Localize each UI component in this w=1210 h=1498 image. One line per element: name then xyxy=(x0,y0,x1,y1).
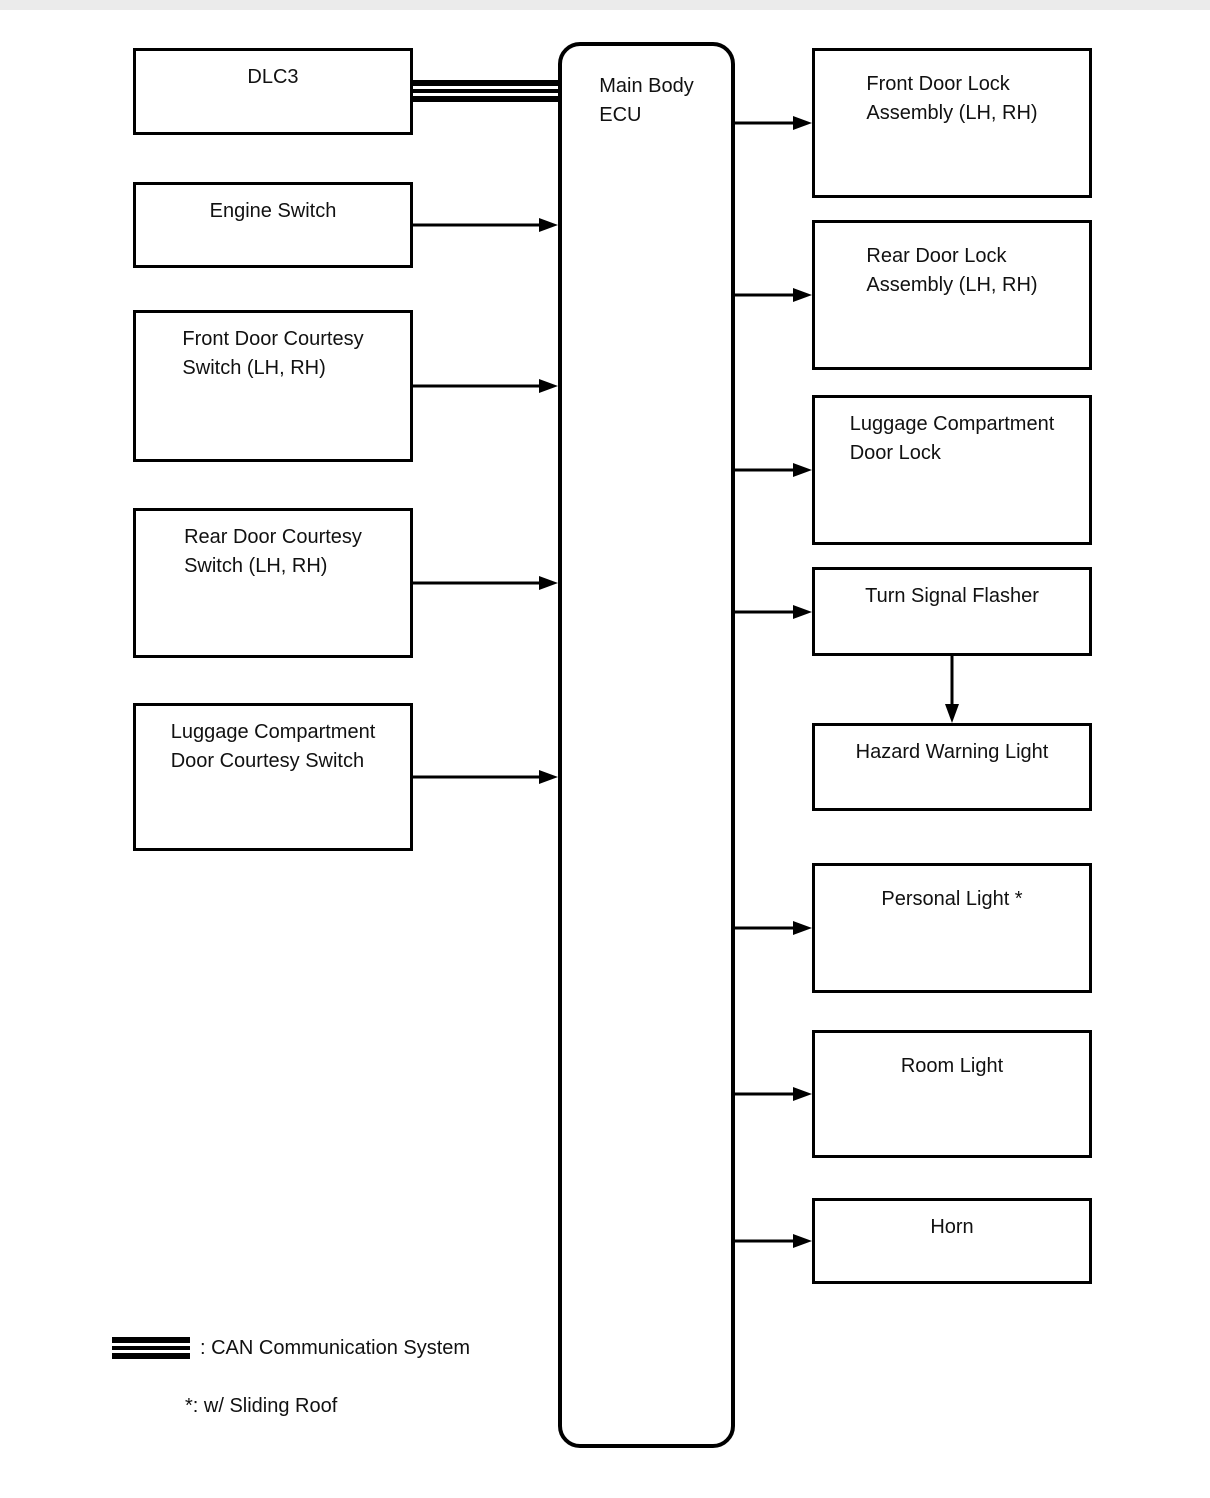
hazard-warning-light-label: Hazard Warning Light xyxy=(855,741,1049,763)
rear-door-lock-assembly-box: Rear Door Lock Assembly (LH, RH) xyxy=(812,220,1092,370)
front-door-courtesy-switch-label: Front Door Courtesy Switch (LH, RH) xyxy=(182,328,364,379)
ecu-to-turn-signal-flasher-arrow xyxy=(735,605,812,619)
hazard-warning-light-box: Hazard Warning Light xyxy=(812,723,1092,811)
luggage-compartment-door-courtesy-switch-box: Luggage Compartment Door Courtesy Switch xyxy=(133,703,413,851)
personal-light-label: Personal Light * xyxy=(881,888,1023,910)
legend-can-row: : CAN Communication System xyxy=(112,1336,470,1360)
rear-door-courtesy-switch-to-ecu-arrow xyxy=(413,576,558,590)
ecu-to-personal-light-arrow xyxy=(735,921,812,935)
luggage-compartment-door-courtesy-switch-label: Luggage Compartment Door Courtesy Switch xyxy=(170,721,376,772)
rear-door-lock-assembly-label: Rear Door Lock Assembly (LH, RH) xyxy=(866,245,1038,296)
main-body-ecu-box: Main Body ECU xyxy=(558,42,735,1448)
ecu-to-luggage-door-lock-arrow xyxy=(735,463,812,477)
turn-signal-flasher-to-hazard-light-arrow xyxy=(945,656,959,723)
ecu-to-room-light-arrow xyxy=(735,1087,812,1101)
personal-light-box: Personal Light * xyxy=(812,863,1092,993)
front-door-lock-assembly-label: Front Door Lock Assembly (LH, RH) xyxy=(866,73,1038,124)
luggage-compartment-door-lock-box: Luggage Compartment Door Lock xyxy=(812,395,1092,545)
room-light-label: Room Light xyxy=(900,1055,1004,1077)
page-top-strip xyxy=(0,0,1210,10)
ecu-to-front-door-lock-arrow xyxy=(735,116,812,130)
front-door-lock-assembly-box: Front Door Lock Assembly (LH, RH) xyxy=(812,48,1092,198)
front-door-courtesy-switch-to-ecu-arrow xyxy=(413,379,558,393)
engine-switch-box: Engine Switch xyxy=(133,182,413,268)
luggage-courtesy-switch-to-ecu-arrow xyxy=(413,770,558,784)
ecu-to-rear-door-lock-arrow xyxy=(735,288,812,302)
front-door-courtesy-switch-box: Front Door Courtesy Switch (LH, RH) xyxy=(133,310,413,462)
ecu-to-horn-arrow xyxy=(735,1234,812,1248)
room-light-box: Room Light xyxy=(812,1030,1092,1158)
turn-signal-flasher-box: Turn Signal Flasher xyxy=(812,567,1092,656)
turn-signal-flasher-label: Turn Signal Flasher xyxy=(865,585,1039,607)
dlc3-box: DLC3 xyxy=(133,48,413,135)
rear-door-courtesy-switch-label: Rear Door Courtesy Switch (LH, RH) xyxy=(184,526,362,577)
dlc3-label: DLC3 xyxy=(247,66,299,88)
can-legend-label: : CAN Communication System xyxy=(200,1337,471,1359)
horn-label: Horn xyxy=(930,1216,974,1238)
can-bus-symbol-icon xyxy=(112,1337,190,1359)
main-body-ecu-label: Main Body ECU xyxy=(599,75,694,126)
can-bus-line-dlc3-to-ecu xyxy=(413,80,558,102)
engine-switch-to-ecu-arrow xyxy=(413,218,558,232)
luggage-compartment-door-lock-label: Luggage Compartment Door Lock xyxy=(849,413,1055,464)
sliding-roof-note: *: w/ Sliding Roof xyxy=(185,1395,338,1417)
rear-door-courtesy-switch-box: Rear Door Courtesy Switch (LH, RH) xyxy=(133,508,413,658)
engine-switch-label: Engine Switch xyxy=(209,200,337,222)
horn-box: Horn xyxy=(812,1198,1092,1284)
